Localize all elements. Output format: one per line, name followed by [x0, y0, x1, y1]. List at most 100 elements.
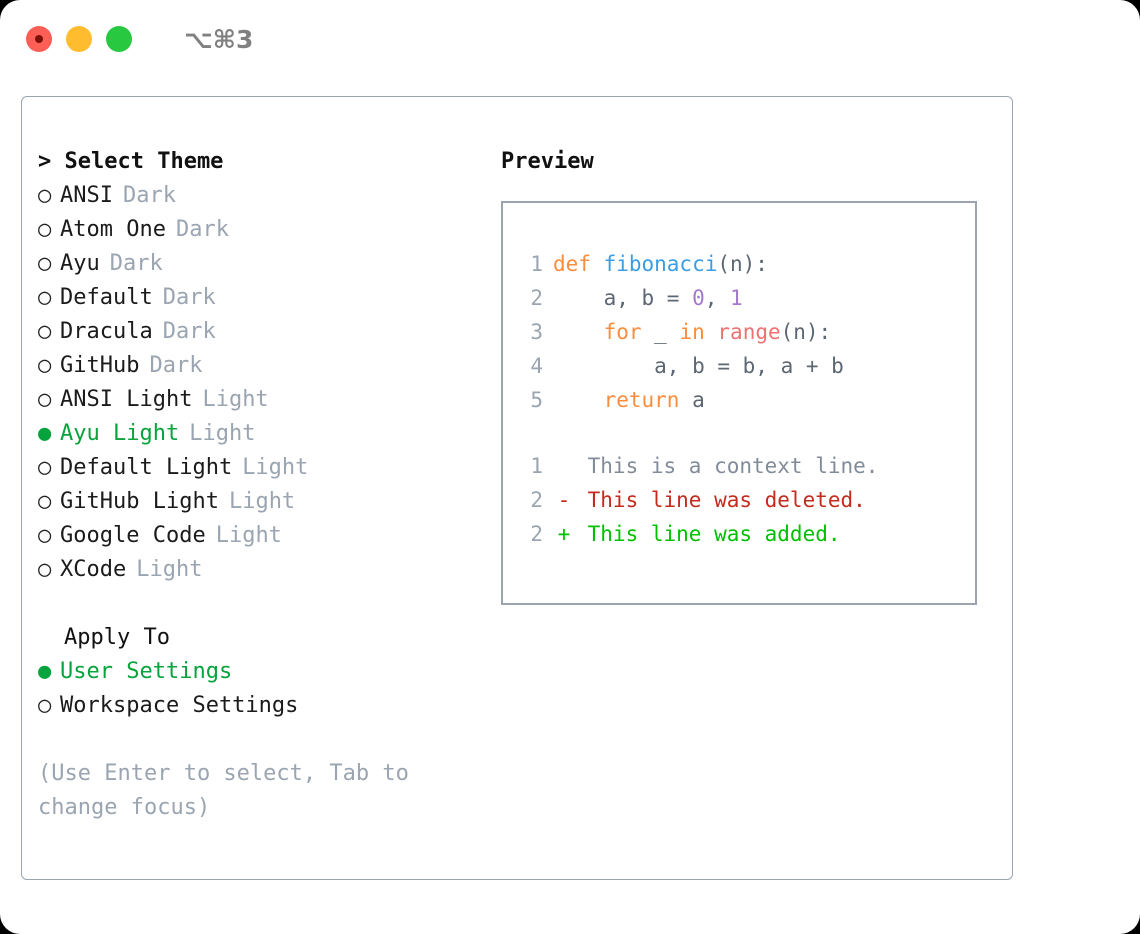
- code-line: 3 for _ in range(n):: [517, 315, 975, 349]
- code-line-content: a, b = b, a + b: [553, 349, 844, 383]
- diff-line-content: This line was deleted.: [575, 488, 866, 512]
- code-token-fn: fibonacci: [603, 252, 718, 276]
- theme-option-label: GitHub: [60, 353, 140, 378]
- line-number: 2: [530, 286, 543, 310]
- code-token-pl: a, b =: [553, 286, 693, 310]
- code-token-pl: [705, 320, 718, 344]
- line-number: 4: [530, 354, 543, 378]
- code-token-kw: for: [603, 320, 642, 344]
- theme-option-label: Dracula: [60, 319, 153, 344]
- theme-option-tag: Light: [228, 489, 296, 514]
- diff-line-number: 2: [530, 488, 543, 512]
- theme-option-tag: Dark: [109, 251, 163, 276]
- line-number: 3: [530, 320, 543, 344]
- code-token-num: 1: [730, 286, 743, 310]
- radio-empty-icon: ○: [38, 183, 52, 208]
- code-token-num: 0: [692, 286, 705, 310]
- radio-empty-icon: ○: [38, 217, 52, 242]
- theme-option-label: Default Light: [60, 455, 233, 480]
- diff-line: 2 + This line was added.: [517, 517, 975, 551]
- diff-line-number: 2: [530, 522, 543, 546]
- code-line: 1 def fibonacci(n):: [517, 247, 975, 281]
- radio-selected-icon: ●: [38, 659, 52, 684]
- code-blank-line: [517, 417, 975, 449]
- theme-option-label: ANSI Light: [60, 387, 193, 412]
- keyboard-shortcut-label: ⌥⌘3: [184, 24, 254, 54]
- theme-option-tag: Light: [202, 387, 269, 412]
- code-line-content: return a: [553, 383, 705, 417]
- diff-line-content: This is a context line.: [575, 454, 879, 478]
- code-token-pl: _: [641, 320, 680, 344]
- minimize-button[interactable]: [66, 26, 92, 52]
- radio-empty-icon: ○: [38, 319, 52, 344]
- theme-option-tag: Light: [242, 455, 309, 480]
- code-line-content: for _ in range(n):: [553, 315, 832, 349]
- code-token-pl: a: [679, 388, 705, 412]
- radio-empty-icon: ○: [38, 455, 52, 480]
- apply-to-option-label: Workspace Settings: [60, 693, 299, 718]
- radio-empty-icon: ○: [38, 557, 52, 582]
- preview-title: Preview: [501, 149, 594, 174]
- theme-option-label: ANSI: [60, 183, 113, 208]
- diff-marker-add: +: [557, 522, 571, 546]
- theme-option-tag: Dark: [175, 217, 229, 242]
- theme-option-tag: Light: [136, 557, 203, 582]
- code-line-content: a, b = 0, 1: [553, 281, 743, 315]
- diff-sample: 1 This is a context line.2- This line wa…: [517, 449, 975, 551]
- select-theme-header: > Select Theme: [38, 149, 224, 174]
- theme-option-tag: Dark: [149, 353, 203, 378]
- code-token-pl: (n):: [717, 252, 768, 276]
- diff-marker-ctx: [553, 449, 575, 483]
- theme-option-default-light[interactable]: ○ Default Light Light: [38, 451, 468, 485]
- code-token-pl: a, b = b, a + b: [553, 354, 844, 378]
- diff-marker-del: -: [557, 488, 571, 512]
- code-token-kw: in: [679, 320, 705, 344]
- zoom-button[interactable]: [106, 26, 132, 52]
- close-button[interactable]: [26, 26, 52, 52]
- section-spacer: [38, 587, 468, 621]
- theme-option-label: GitHub Light: [60, 489, 219, 514]
- apply-to-header: Apply To: [64, 625, 170, 650]
- apply-to-list[interactable]: ●User Settings ○ Workspace Settings: [38, 655, 468, 723]
- diff-line: 1 This is a context line.: [517, 449, 975, 483]
- diff-line: 2- This line was deleted.: [517, 483, 975, 517]
- apply-to-option-user-settings[interactable]: ●User Settings: [38, 655, 468, 689]
- theme-option-label: Ayu: [60, 251, 100, 276]
- code-token-kw: return: [603, 388, 680, 412]
- code-line: 2 a, b = 0, 1: [517, 281, 975, 315]
- code-token-pl: [553, 388, 604, 412]
- radio-empty-icon: ○: [38, 693, 52, 718]
- traffic-lights: [26, 26, 132, 52]
- diff-line-content: This line was added.: [575, 522, 841, 546]
- theme-option-label: Ayu Light: [60, 421, 180, 446]
- radio-empty-icon: ○: [38, 523, 52, 548]
- theme-option-tag: Light: [189, 421, 256, 446]
- theme-option-tag: Light: [215, 523, 282, 548]
- radio-empty-icon: ○: [38, 387, 52, 412]
- title-bar: ⌥⌘3: [0, 0, 1140, 78]
- apply-to-option-workspace-settings[interactable]: ○ Workspace Settings: [38, 689, 468, 723]
- diff-line-number: 1: [530, 454, 543, 478]
- theme-option-ansi-light[interactable]: ○ ANSI Light Light: [38, 383, 468, 417]
- line-number: 1: [530, 252, 543, 276]
- code-line: 4 a, b = b, a + b: [517, 349, 975, 383]
- code-token-ent: range: [717, 320, 781, 344]
- code-line-content: def fibonacci(n):: [553, 247, 768, 281]
